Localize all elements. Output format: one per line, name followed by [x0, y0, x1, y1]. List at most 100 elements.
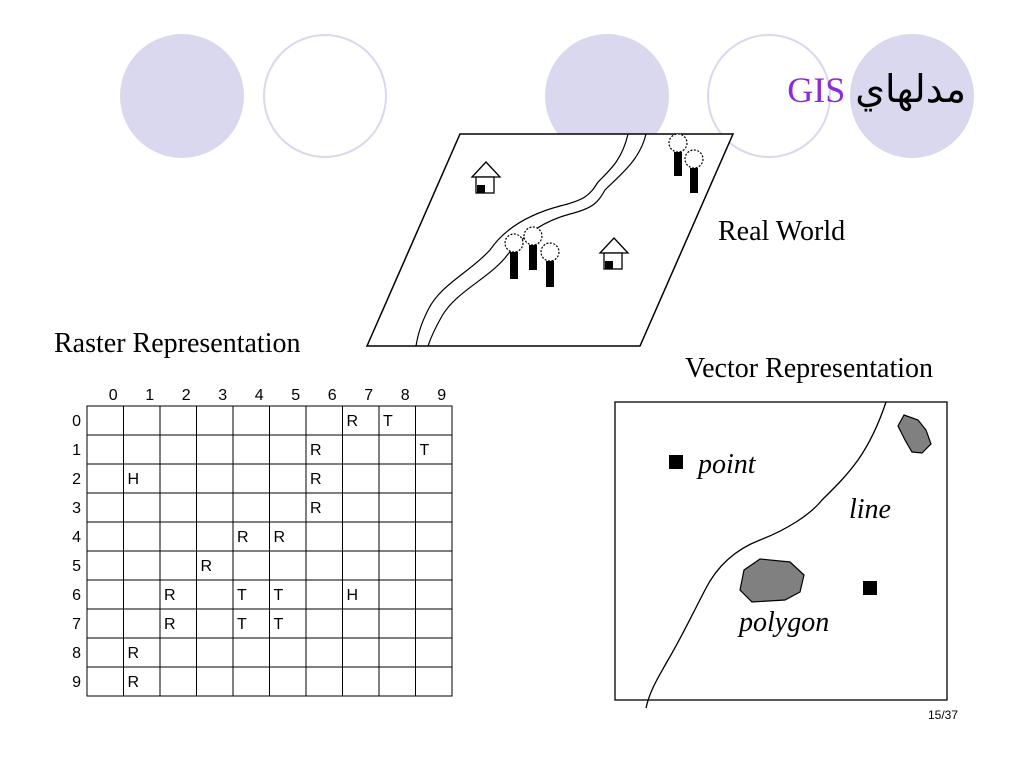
grid-cell-value: R [128, 645, 140, 662]
grid-cell [196, 550, 234, 581]
grid-cell [123, 550, 161, 581]
grid-cell [269, 405, 307, 436]
grid-cell [123, 405, 161, 436]
grid-cell [305, 579, 343, 610]
tree-icon [684, 149, 704, 193]
grid-column-header: 3 [218, 387, 227, 404]
grid-cell [342, 550, 380, 581]
grid-cell-value: R [164, 616, 176, 633]
grid-cell [196, 608, 234, 639]
tree-icon [504, 233, 524, 279]
grid-cell [196, 463, 234, 494]
grid-cell [378, 463, 416, 494]
grid-cell [415, 550, 453, 581]
grid-cell [305, 550, 343, 581]
grid-cell [86, 579, 124, 610]
grid-cell [269, 521, 307, 552]
grid-cell-value: R [310, 500, 322, 517]
point-label: point [698, 449, 756, 480]
grid-cell [159, 550, 197, 581]
grid-cell [86, 550, 124, 581]
grid-cell-value: H [128, 471, 140, 488]
grid-cell [159, 492, 197, 523]
raster-representation-label: Raster Representation [54, 328, 301, 359]
polygon-label: polygon [739, 607, 830, 638]
grid-column-header: 6 [328, 387, 337, 404]
grid-column-header: 2 [182, 387, 191, 404]
grid-cell-value: R [310, 442, 322, 459]
grid-cell-value: T [274, 587, 284, 604]
grid-cell [159, 434, 197, 465]
grid-cell [378, 492, 416, 523]
tree-icon [540, 242, 560, 287]
grid-cell [415, 492, 453, 523]
grid-cell-value: T [237, 587, 247, 604]
grid-cell [415, 463, 453, 494]
decor-circle-2 [263, 34, 387, 158]
grid-cell [415, 405, 453, 436]
grid-column-header: 8 [401, 387, 410, 404]
grid-cell [378, 434, 416, 465]
grid-cell [123, 579, 161, 610]
tree-icon [523, 226, 543, 270]
grid-cell [123, 666, 161, 697]
grid-cell [378, 637, 416, 668]
title-latin: GIS [787, 70, 846, 110]
grid-row-header: 2 [72, 471, 81, 488]
grid-cell [378, 608, 416, 639]
grid-cell [415, 637, 453, 668]
grid-cell [232, 550, 270, 581]
grid-cell [196, 492, 234, 523]
grid-cell-value: R [347, 413, 359, 430]
grid-cell [232, 434, 270, 465]
grid-cell [159, 579, 197, 610]
grid-cell [305, 521, 343, 552]
grid-cell [342, 492, 380, 523]
grid-cell [232, 463, 270, 494]
grid-cell [342, 666, 380, 697]
grid-cell [378, 579, 416, 610]
grid-cell [269, 579, 307, 610]
grid-cell [123, 608, 161, 639]
grid-cell-value: R [164, 587, 176, 604]
grid-cell [86, 492, 124, 523]
grid-cell [269, 550, 307, 581]
grid-cell [305, 637, 343, 668]
grid-column-header: 1 [145, 387, 154, 404]
grid-cell-value: R [310, 471, 322, 488]
grid-cell [378, 550, 416, 581]
grid-row-header: 0 [72, 413, 81, 430]
grid-cell [86, 463, 124, 494]
decor-circle-5 [850, 34, 974, 158]
grid-cell-value: H [347, 587, 359, 604]
grid-cell [269, 492, 307, 523]
grid-row-header: 9 [72, 674, 81, 691]
grid-column-header: 9 [437, 387, 446, 404]
grid-cell-value: T [420, 442, 430, 459]
title-arabic: مدلهاي [855, 67, 966, 111]
grid-row-header: 7 [72, 616, 81, 633]
grid-row-header: 8 [72, 645, 81, 662]
grid-cell [305, 492, 343, 523]
grid-row-header: 3 [72, 500, 81, 517]
grid-cell [159, 405, 197, 436]
grid-cell [415, 608, 453, 639]
grid-cell [342, 434, 380, 465]
grid-cell [123, 434, 161, 465]
grid-cell [232, 492, 270, 523]
grid-cell [86, 608, 124, 639]
grid-cell [378, 521, 416, 552]
grid-cell [232, 405, 270, 436]
real-world-label: Real World [718, 216, 846, 247]
grid-cell [269, 666, 307, 697]
grid-row-header: 4 [72, 529, 81, 546]
grid-cell [123, 521, 161, 552]
grid-cell [86, 405, 124, 436]
grid-cell [86, 434, 124, 465]
vector-representation-frame [614, 401, 948, 709]
grid-cell-value: T [274, 616, 284, 633]
grid-cell [232, 666, 270, 697]
